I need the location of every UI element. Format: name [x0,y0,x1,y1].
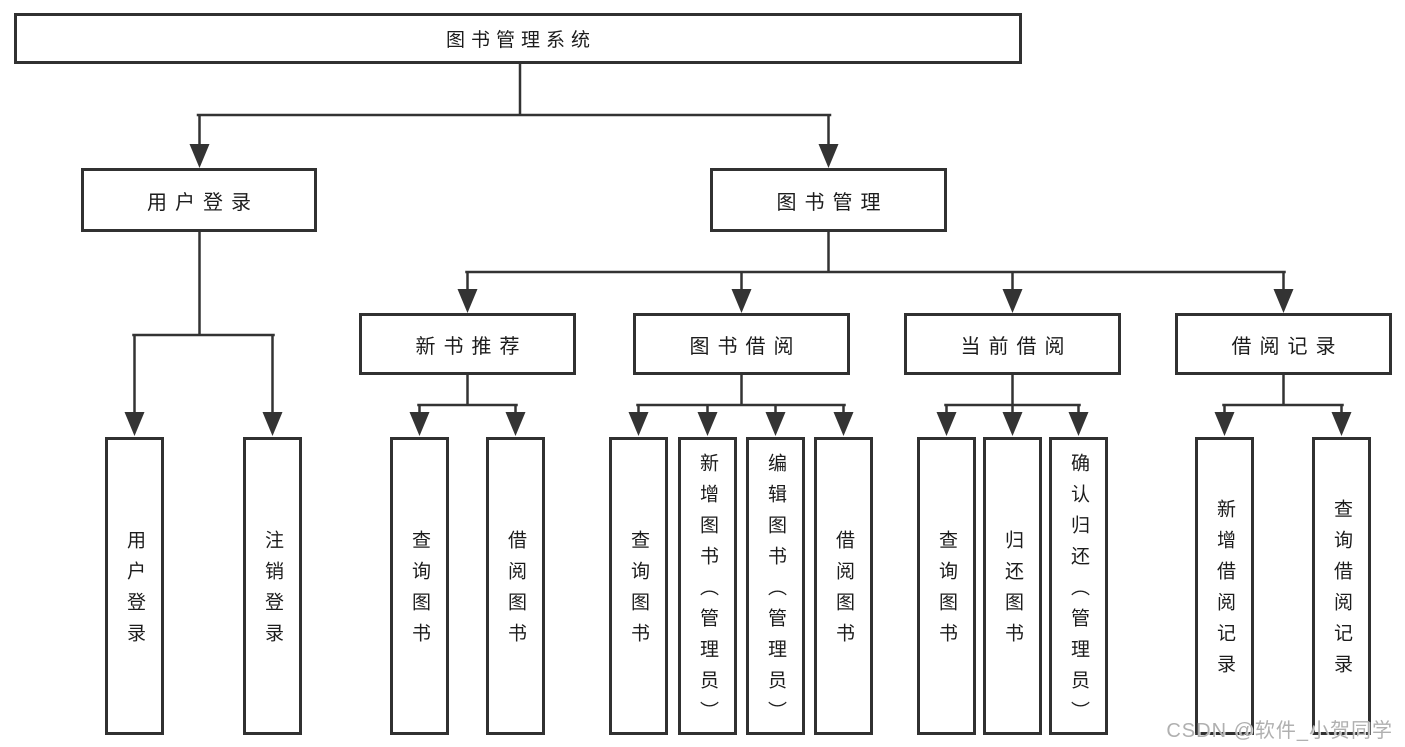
leaf-bw-edit-books-admin-label: 编辑图书（管理员） [765,452,786,732]
node-new-book-recommendation: 新书推荐 [359,313,576,375]
leaf-user-login: 用户登录 [105,437,164,735]
leaf-cb-return-books-label: 归还图书 [1002,530,1023,654]
leaf-nb-query-books: 查询图书 [390,437,449,735]
leaf-br-add-record-label: 新增借阅记录 [1214,499,1235,685]
node-borrowing-records-label: 借阅记录 [1231,335,1344,358]
leaf-bw-edit-books-admin: 编辑图书（管理员） [746,437,805,735]
leaf-bw-add-books-admin: 新增图书（管理员） [678,437,737,735]
node-library-management-system: 图书管理系统 [14,13,1022,64]
leaf-cb-return-books: 归还图书 [983,437,1042,735]
leaf-br-add-record: 新增借阅记录 [1195,437,1254,735]
node-library-management-system-label: 图书管理系统 [445,30,596,51]
node-user-login: 用户登录 [81,168,317,232]
leaf-logout: 注销登录 [243,437,302,735]
leaf-nb-borrow-books-label: 借阅图书 [505,530,526,654]
node-book-management: 图书管理 [710,168,947,232]
leaf-cb-confirm-return-admin-label: 确认归还（管理员） [1068,452,1089,732]
node-borrowing-records: 借阅记录 [1175,313,1392,375]
leaf-user-login-label: 用户登录 [124,530,145,654]
node-book-management-label: 图书管理 [776,191,889,214]
node-book-borrowing: 图书借阅 [633,313,850,375]
leaf-br-query-record-label: 查询借阅记录 [1331,499,1352,685]
leaf-cb-query-books: 查询图书 [917,437,976,735]
node-book-borrowing-label: 图书借阅 [689,335,802,358]
leaf-bw-borrow-books-label: 借阅图书 [833,530,854,654]
leaf-nb-borrow-books: 借阅图书 [486,437,545,735]
leaf-bw-add-books-admin-label: 新增图书（管理员） [697,452,718,732]
csdn-watermark: CSDN @软件_小贺同学 [1166,720,1393,742]
node-user-login-label: 用户登录 [147,191,259,214]
leaf-bw-query-books-label: 查询图书 [628,530,649,654]
leaf-bw-borrow-books: 借阅图书 [814,437,873,735]
leaf-nb-query-books-label: 查询图书 [409,530,430,654]
node-current-borrowing-label: 当前借阅 [960,335,1073,358]
leaf-bw-query-books: 查询图书 [609,437,668,735]
leaf-logout-label: 注销登录 [262,530,283,654]
node-current-borrowing: 当前借阅 [904,313,1121,375]
leaf-cb-query-books-label: 查询图书 [936,530,957,654]
leaf-br-query-record: 查询借阅记录 [1312,437,1371,735]
node-new-book-recommendation-label: 新书推荐 [415,335,528,358]
leaf-cb-confirm-return-admin: 确认归还（管理员） [1049,437,1108,735]
